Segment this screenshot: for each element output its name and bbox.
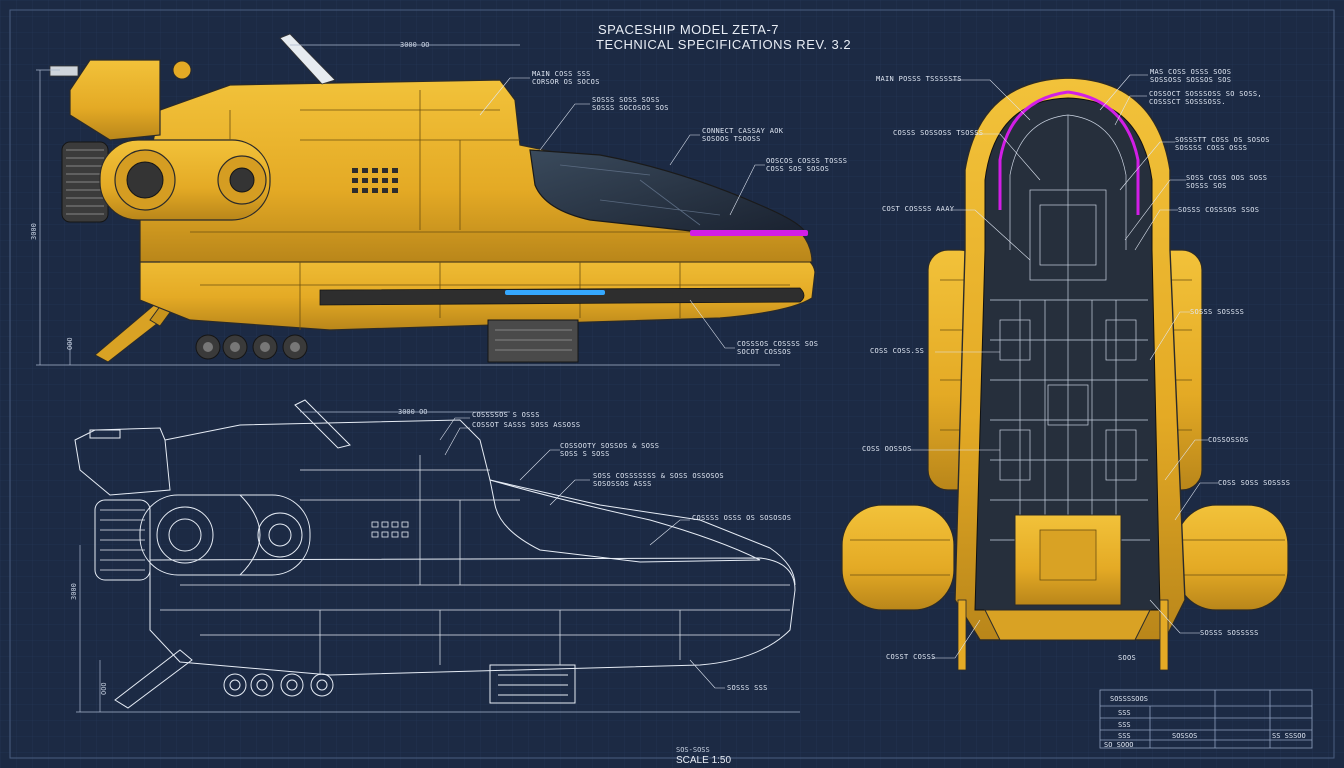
title-block-right-value: SS SSSOO	[1272, 732, 1306, 740]
top-view-leaders	[910, 74, 1218, 659]
side-callout-4: OOSCOS COSSS TOSSS COSS SOS SOSOS	[766, 157, 848, 173]
top-callout-left-3: COST COSSSS AAAY	[882, 205, 955, 213]
side-dim-left-small: OOO	[66, 337, 74, 350]
top-callout-right-5: SOSSS COSSSOS SSOS	[1178, 206, 1260, 214]
outline-callout-3: COSSOOTY SOSSOS & SOSS SOSS S SOSS	[560, 442, 660, 458]
title-block-cell-4: SO SOOO	[1104, 741, 1134, 749]
top-callout-left-1: MAIN POSSS TSSSSSTS	[876, 75, 962, 83]
side-dim-top: 3000 OO	[400, 41, 430, 49]
top-callout-right-4: SOSS COSS OOS SOSS SOSSS SOS	[1186, 174, 1268, 190]
side-dim-left: 3000	[30, 223, 38, 240]
side-callout-2: SOSSS SOSS SOSS SOSSS SOCOSOS SOS	[592, 96, 669, 112]
outline-callout-5: COSSSS OSSS OS SOSOSOS	[692, 514, 792, 522]
top-callout-right-9: SOSSS SOSSSSS	[1200, 629, 1259, 637]
title-block-frame	[1099, 689, 1313, 749]
top-callout-right-2: COSSOCT SOSSSOSS SO SOSS, COSSSCT SOSSSO…	[1149, 90, 1262, 106]
top-callout-right-1: MAS COSS OSSS SOOS SOSSOSS SOSSOS SOS	[1150, 68, 1232, 84]
top-callout-right-8: COSS SOSS SOSSSS	[1218, 479, 1291, 487]
outline-view-dimensions	[76, 411, 800, 713]
title-block-cell-1: SSS	[1118, 709, 1131, 717]
outline-callout-1: COSSSSOS S OSSS	[472, 411, 540, 419]
outline-callout-2: COSSOT SASSS SOSS ASSOSS	[472, 421, 581, 429]
top-callout-left-6: COSST COSSS	[886, 653, 936, 661]
top-callout-left-5: COSS OOSSOS	[862, 445, 912, 453]
side-callout-5: COSSSOS COSSSS SOS SOCOT COSSOS	[737, 340, 819, 356]
side-callout-3: CONNECT CASSAY AOK SOSOOS TSOOSS	[702, 127, 784, 143]
top-view-ship	[841, 77, 1289, 671]
side-callout-1: MAIN COSS SSS CORSOR OS SOCOS	[532, 70, 600, 86]
sheet-border	[9, 9, 1335, 759]
outline-view-ship	[74, 399, 796, 709]
outline-dim-top: 3000 OO	[398, 408, 428, 416]
side-view-ship	[49, 33, 816, 363]
title-block-cell-3: SSS	[1118, 732, 1131, 740]
outline-view-leaders	[439, 417, 725, 689]
side-view-leaders	[479, 77, 765, 349]
outline-dim-left-small: OOO	[100, 682, 108, 695]
top-callout-right-10: SOOS	[1118, 654, 1137, 662]
outline-callout-4: SOSS COSSSSSSS & SOSS OSSOSOS SOSOSSOS A…	[593, 472, 724, 488]
top-callout-left-4: COSS COSS.SS	[870, 347, 925, 355]
outline-dim-left: 3000	[70, 583, 78, 600]
title-line-1: SPACESHIP MODEL ZETA-7	[598, 22, 780, 37]
side-view-dimensions	[36, 44, 780, 366]
title-block-cell-0: SOSSSSOOS	[1110, 695, 1148, 703]
top-callout-right-3: SOSSSTT COSS OS SOSOS SOSSSS COSS OSSS	[1175, 136, 1270, 152]
footer-note: SOS-SOSS	[676, 746, 710, 754]
title-line-2: TECHNICAL SPECIFICATIONS REV. 3.2	[596, 37, 852, 52]
scale-label: SCALE 1:50	[676, 755, 732, 766]
title-block-cell-2: SSS	[1118, 721, 1131, 729]
top-callout-right-6: SOSSS SOSSSS	[1190, 308, 1245, 316]
top-callout-left-2: COSSS SOSSOSS TSOSSS	[893, 129, 984, 137]
title-block-cell-3b: SOSSOS	[1172, 732, 1198, 740]
top-callout-right-7: COSSOSSOS	[1208, 436, 1249, 444]
outline-callout-6: SOSSS SSS	[727, 684, 768, 692]
